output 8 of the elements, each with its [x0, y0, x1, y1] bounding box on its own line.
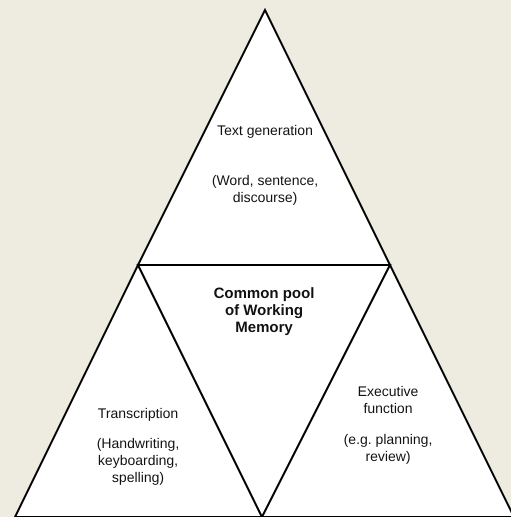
- center-label: Common pool of Working Memory: [212, 285, 316, 336]
- segment-title: Executive function: [356, 383, 420, 417]
- triangle-segment: [138, 10, 390, 265]
- segment-title: Transcription: [96, 405, 180, 422]
- segment-description: (Word, sentence, discourse): [210, 172, 320, 206]
- segment-description: (Handwriting, keyboarding, spelling): [96, 435, 180, 486]
- segment-title: Text generation: [216, 122, 314, 139]
- segment-description: (e.g. planning, review): [342, 431, 434, 465]
